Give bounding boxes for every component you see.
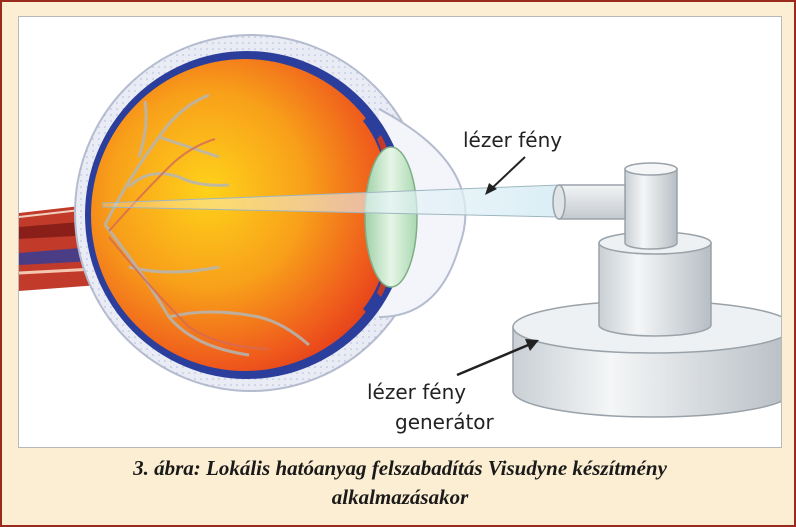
laser-generator xyxy=(513,163,781,417)
label-laser-generator-line2: generátor xyxy=(395,410,495,434)
figure-caption: 3. ábra: Lokális hatóanyag felszabadítás… xyxy=(18,454,782,520)
label-laser-light: lézer fény xyxy=(463,128,562,152)
diagram-canvas: lézer fény lézer fény generátor xyxy=(19,17,781,447)
eye-laser-diagram: lézer fény lézer fény generátor xyxy=(18,16,782,448)
caption-line-2: alkalmazásakor xyxy=(18,483,782,512)
lens xyxy=(365,147,417,287)
caption-line-1: 3. ábra: Lokális hatóanyag felszabadítás… xyxy=(18,454,782,483)
label-laser-generator-line1: lézer fény xyxy=(367,380,466,404)
